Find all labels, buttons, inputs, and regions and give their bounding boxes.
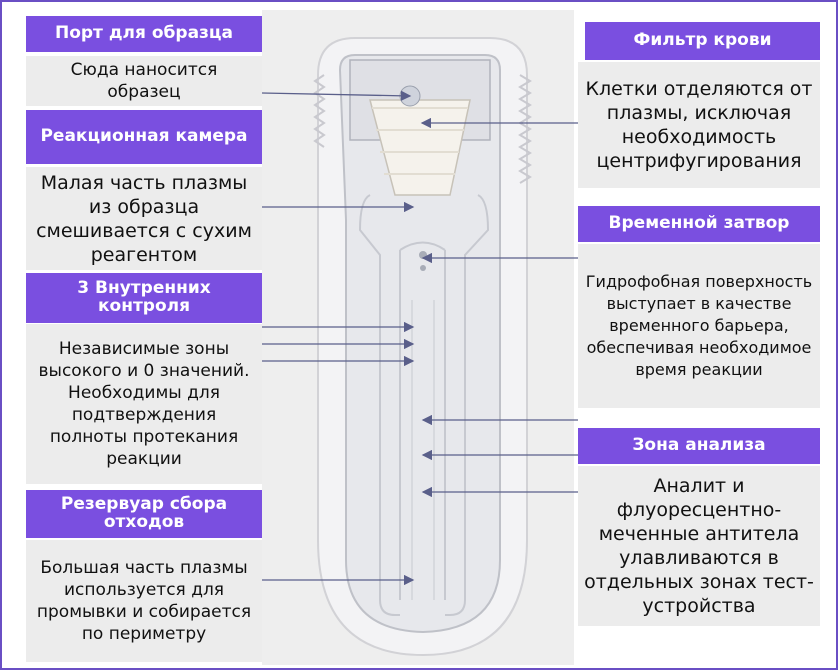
port-title: Порт для образца — [26, 16, 262, 52]
blood-filter — [369, 99, 471, 196]
port-description: Сюда наносится образец — [26, 56, 262, 106]
reaction-title: Реакционная камера — [26, 110, 262, 164]
valve-title: Временной затвор — [578, 206, 820, 242]
flow-channels — [358, 194, 490, 616]
controls-title: 3 Внутренних контроля — [26, 273, 262, 323]
reaction-description: Малая часть плазмы из образца смешиваетс… — [26, 167, 262, 270]
serrated-edge-right — [518, 74, 532, 184]
valve-description: Гидрофобная поверхность выступает в каче… — [578, 244, 820, 408]
analysis-title: Зона анализа — [578, 428, 820, 464]
filter-title: Фильтр крови — [585, 22, 820, 60]
waste-description: Большая часть плазмы используется для пр… — [26, 540, 262, 662]
filter-description: Клетки отделяются от плазмы, исключая не… — [578, 62, 820, 188]
serrated-edge-left — [313, 74, 326, 148]
waste-title: Резервуар сбора отходов — [26, 490, 262, 538]
analysis-description: Аналит и флуоресцентно-меченные антитела… — [578, 466, 820, 626]
arrow-port — [261, 90, 412, 102]
controls-description: Независимые зоны высокого и 0 значений. … — [26, 324, 262, 484]
